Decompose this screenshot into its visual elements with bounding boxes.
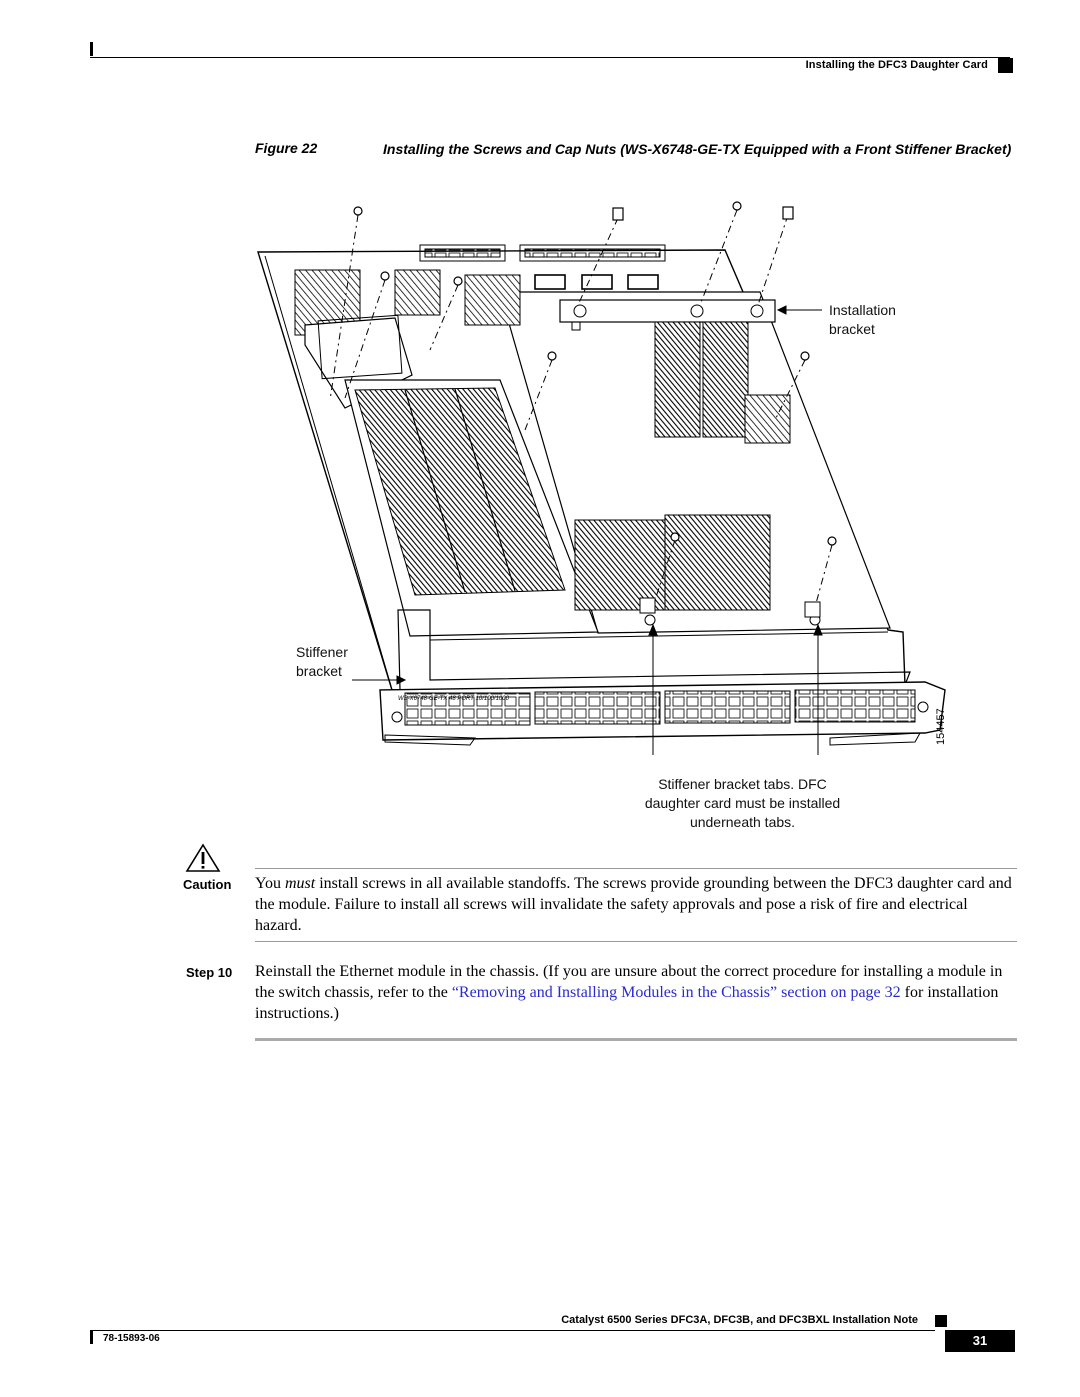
footer-marker — [935, 1315, 947, 1327]
callout-stiffener-bracket: Stiffener bracket — [296, 644, 348, 679]
footer-bar — [90, 1330, 93, 1344]
screw — [547, 351, 557, 361]
section-title: Installing the DFC3 Daughter Card — [805, 59, 988, 71]
top-connector — [519, 244, 666, 262]
figure-label: Figure 22 — [255, 140, 318, 156]
header-marker — [998, 58, 1013, 73]
callout-tabs-note: Stiffener bracket tabs. DFC daughter car… — [644, 776, 841, 830]
cap-nut — [612, 207, 624, 221]
chassis-section-link[interactable]: “Removing and Installing Modules in the … — [451, 984, 901, 1001]
step-label: Step 10 — [186, 965, 233, 980]
screw — [800, 351, 810, 361]
caution-label: Caution — [183, 877, 232, 892]
screw — [827, 536, 837, 546]
screw — [732, 201, 742, 211]
screw — [353, 206, 363, 216]
footer-title: Catalyst 6500 Series DFC3A, DFC3B, and D… — [561, 1314, 918, 1326]
faceplate-label: WS-X6748-GE-TX 48 PORT 10/100/1000 — [398, 696, 510, 702]
cap-nut — [782, 206, 794, 220]
page-number: 31 — [945, 1330, 1015, 1352]
top-connector — [419, 244, 506, 262]
footer-rule — [90, 1330, 935, 1331]
screw — [670, 532, 680, 542]
step-text: Reinstall the Ethernet module in the cha… — [255, 963, 1003, 1022]
caution-text: You must install screws in all available… — [255, 875, 1012, 934]
screw — [380, 271, 390, 281]
figure-number: 154457 — [935, 708, 947, 745]
caution-bottom-rule — [255, 941, 1017, 942]
screw — [453, 276, 463, 286]
header-rule — [90, 57, 1010, 58]
module-illustration: WS-X6748-GE-TX 48 PORT 10/100/1000 — [257, 201, 946, 755]
section-end-rule — [255, 1038, 1017, 1041]
installation-bracket — [559, 299, 776, 323]
figure-caption: Installing the Screws and Cap Nuts (WS-X… — [383, 141, 1012, 157]
header-bar — [90, 42, 93, 56]
caution-top-rule — [255, 868, 1017, 869]
callout-installation-bracket: Installation bracket — [829, 302, 896, 337]
doc-number: 78-15893-06 — [103, 1333, 160, 1344]
caution-icon — [185, 843, 221, 872]
